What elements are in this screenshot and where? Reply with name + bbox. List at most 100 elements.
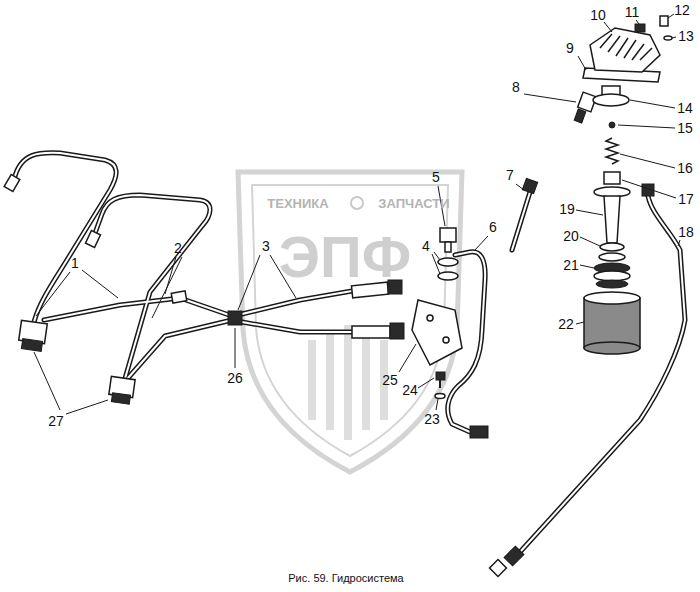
mounting-plate	[412, 300, 462, 399]
mounting-plate	[435, 394, 445, 399]
mounting-plate	[439, 380, 441, 388]
distributor-block	[21, 339, 42, 352]
callout-number: 23	[424, 412, 440, 426]
callout-number: 14	[677, 101, 693, 115]
pipe	[14, 153, 116, 322]
callout-number: 10	[590, 8, 606, 22]
callout-number: 22	[558, 317, 574, 331]
callout-number: 19	[559, 202, 575, 216]
watermark-text: ЗАПЧАСТИ	[378, 197, 449, 210]
filter-assembly	[604, 196, 620, 243]
leader-line	[580, 265, 594, 268]
valve-housing	[600, 34, 652, 60]
mounting-plate	[412, 300, 462, 365]
valve-housing	[574, 16, 672, 123]
pipe-fitting	[228, 311, 242, 325]
pipe	[14, 153, 685, 552]
mounting-plate	[436, 372, 445, 380]
watermark-shield	[238, 172, 462, 472]
figure-caption: Рис. 59. Гидросистема	[288, 573, 403, 584]
leader-line	[399, 344, 416, 372]
pipe-fitting	[352, 326, 390, 338]
pipe	[94, 195, 210, 382]
leader-line	[516, 184, 524, 190]
pipe-fitting	[4, 174, 654, 576]
leader-line	[36, 270, 118, 316]
pipe	[512, 192, 530, 250]
leader-line	[524, 94, 576, 102]
leader-line	[630, 100, 675, 108]
callout-number: 8	[512, 80, 520, 94]
pipe	[512, 192, 530, 250]
leader-line	[578, 56, 586, 70]
distributor-block	[19, 320, 135, 404]
mounting-plate	[443, 337, 449, 343]
pipe	[14, 153, 116, 322]
pipe	[242, 291, 352, 314]
distributor-block	[111, 393, 130, 404]
pipe-fitting	[390, 323, 404, 339]
leader-line	[580, 237, 600, 246]
leader-line	[576, 322, 584, 324]
pipe	[242, 322, 352, 332]
watermark-shield	[312, 325, 384, 440]
leader-line	[636, 20, 639, 24]
filter-assembly	[584, 342, 640, 354]
pipe	[128, 320, 232, 378]
leader-line	[418, 378, 434, 388]
watermark-shield	[238, 172, 462, 472]
banjo-bolt	[438, 258, 458, 266]
leader-line	[34, 14, 680, 414]
callout-number: 11	[625, 5, 640, 19]
leader-line	[668, 14, 674, 18]
valve-housing	[574, 109, 586, 123]
pipe-fitting	[4, 174, 20, 191]
callout-number: 16	[677, 161, 693, 175]
filter-assembly	[599, 253, 625, 261]
leader-line	[576, 210, 603, 215]
callout-number: 20	[563, 229, 579, 243]
leader-line	[620, 154, 675, 168]
leader-line	[618, 125, 675, 128]
leader-line	[436, 399, 438, 410]
watermark-text: ЭПФ	[279, 228, 411, 286]
callout-number: 12	[674, 3, 690, 17]
filter-assembly	[584, 298, 640, 348]
filter-assembly	[609, 122, 615, 128]
banjo-bolt	[438, 272, 458, 280]
pipe-fitting	[504, 546, 524, 566]
callout-number: 17	[678, 192, 694, 206]
pipe	[128, 320, 232, 378]
callout-number: 24	[402, 383, 418, 397]
filter-assembly	[600, 243, 624, 251]
filter-assembly	[606, 138, 618, 164]
callout-number: 4	[422, 239, 430, 253]
callout-number: 25	[382, 373, 398, 387]
valve-housing	[660, 16, 668, 26]
leader-line	[474, 236, 488, 251]
leader-line	[622, 180, 676, 198]
leader-line	[678, 240, 680, 246]
callout-number: 5	[432, 170, 440, 184]
pipe-fitting	[171, 291, 187, 303]
filter-assembly	[604, 172, 620, 184]
pipe-fitting	[522, 178, 537, 193]
pipe-fitting	[470, 426, 488, 438]
leader-line	[604, 22, 612, 32]
callout-number: 15	[677, 121, 693, 135]
pipe-fitting	[490, 560, 507, 577]
callout-number: 1	[71, 256, 79, 270]
callout-number: 9	[566, 41, 574, 55]
callout-number: 26	[227, 371, 243, 385]
banjo-bolt	[438, 228, 458, 280]
callout-number: 13	[678, 29, 694, 43]
banjo-bolt	[445, 242, 451, 252]
pipe	[520, 196, 685, 552]
callout-number: 27	[48, 414, 64, 428]
callout-number: 3	[262, 239, 270, 253]
pipe	[44, 298, 232, 320]
callout-number: 6	[489, 220, 497, 234]
leader-line	[235, 328, 236, 368]
